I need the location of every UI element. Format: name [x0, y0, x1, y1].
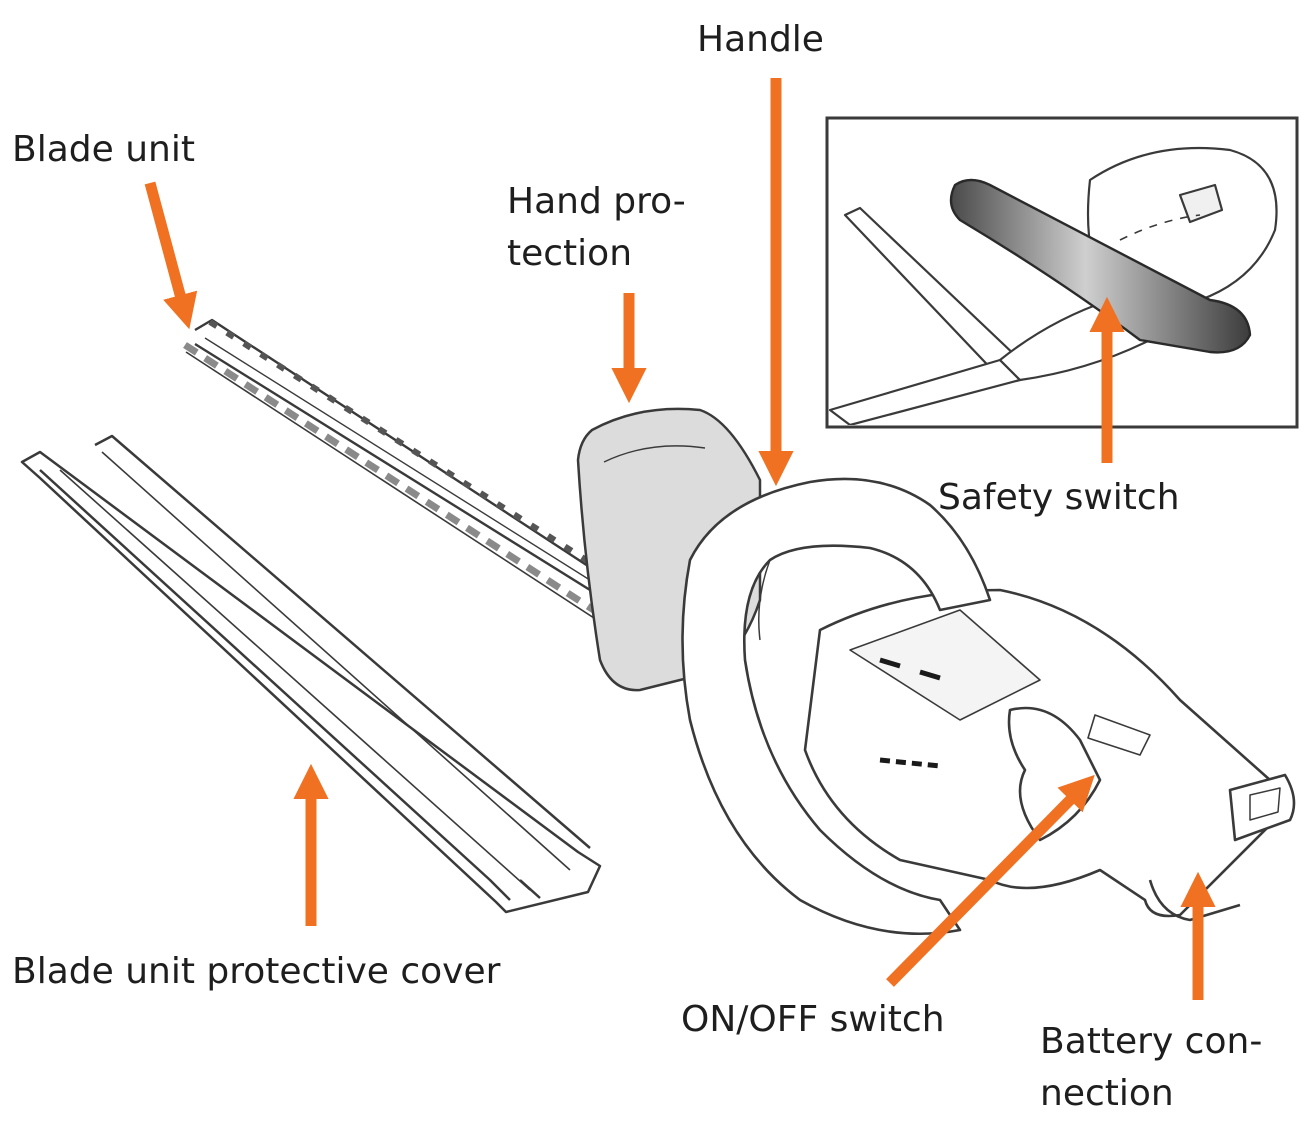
label-onoff-switch: ON/OFF switch — [681, 994, 945, 1046]
arrow-blade-unit — [144, 181, 198, 330]
blade-unit-illustration — [183, 318, 642, 649]
label-handle-text: Handle — [697, 19, 824, 60]
trimmer-body-illustration — [681, 477, 1296, 935]
arrow-onoff-switch — [886, 774, 1095, 987]
label-safety-switch: Safety switch — [938, 472, 1180, 524]
label-hand-protection-line2: tection — [507, 233, 633, 274]
label-handle: Handle — [697, 14, 824, 66]
label-blade-unit: Blade unit — [12, 124, 195, 176]
label-hand-protection: Hand pro- tection — [507, 176, 686, 280]
label-blade-unit-text: Blade unit — [12, 129, 195, 170]
label-battery-connection: Battery con- nection — [1040, 1016, 1262, 1120]
pointer-arrows — [144, 78, 1216, 1000]
label-blade-cover-text: Blade unit protective cover — [12, 951, 501, 992]
label-battery-line2: nection — [1040, 1073, 1174, 1114]
blade-cover-illustration — [20, 434, 602, 914]
label-battery-line1: Battery con- — [1040, 1021, 1263, 1062]
label-safety-switch-text: Safety switch — [938, 477, 1180, 518]
label-hand-protection-line1: Hand pro- — [507, 181, 686, 222]
label-onoff-switch-text: ON/OFF switch — [681, 999, 945, 1040]
safety-switch-inset — [825, 116, 1299, 429]
label-blade-cover: Blade unit protective cover — [12, 946, 500, 998]
